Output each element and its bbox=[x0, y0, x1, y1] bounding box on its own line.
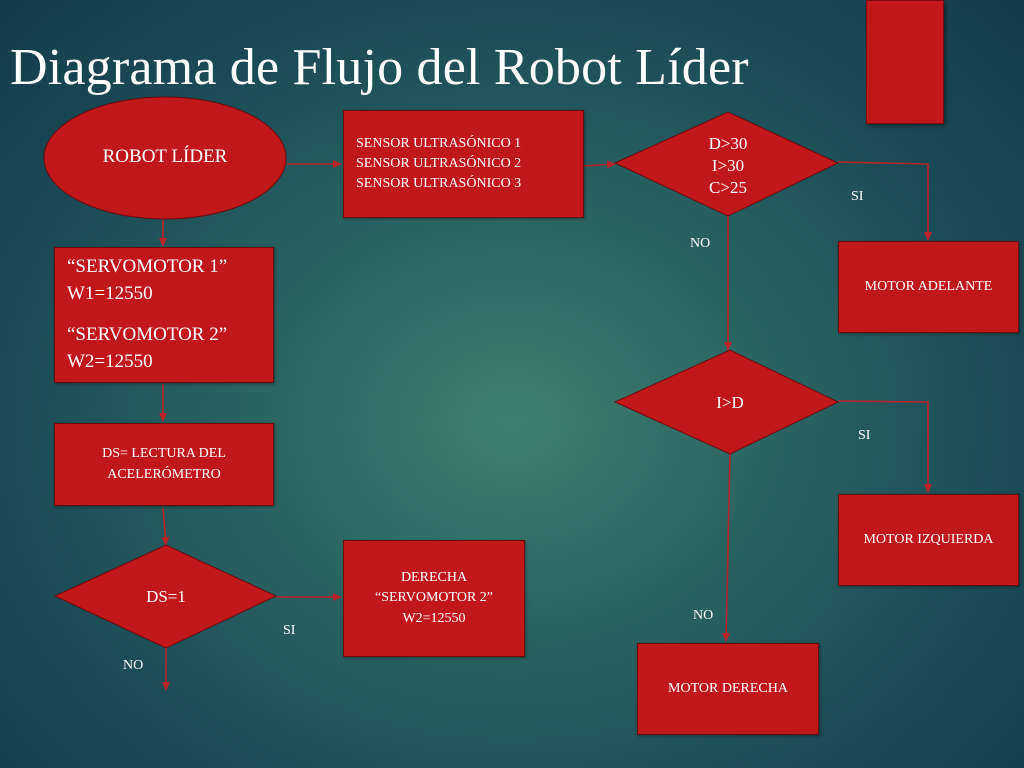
page-title: Diagrama de Flujo del Robot Líder bbox=[10, 39, 749, 96]
accel-read-box: DS= LECTURA DEL ACELERÓMETRO bbox=[54, 423, 274, 506]
edge-id-no bbox=[722, 453, 731, 642]
servo-2-label: “SERVOMOTOR 2” bbox=[67, 324, 228, 345]
decision-main-i: I>30 bbox=[711, 156, 745, 176]
right-action-line-2: “SERVOMOTOR 2” bbox=[374, 590, 493, 606]
motor-forward-box: MOTOR ADELANTE bbox=[838, 241, 1019, 333]
edge-main-yes bbox=[837, 161, 932, 241]
edge-label-ds-no: NO bbox=[123, 658, 144, 673]
servo-1-label: “SERVOMOTOR 1” bbox=[67, 256, 228, 278]
edge-label-id-no: NO bbox=[693, 608, 714, 623]
start-node-label: ROBOT LÍDER bbox=[102, 146, 228, 167]
servo-1-value: W1=12550 bbox=[67, 283, 153, 305]
motor-left-box: MOTOR IZQUIERDA bbox=[838, 494, 1019, 586]
motor-right-box: MOTOR DERECHA bbox=[637, 643, 819, 735]
decision-id-diamond bbox=[613, 349, 840, 455]
decision-main-label: D>30 I>30 C>25 bbox=[678, 133, 778, 199]
edge-label-ds-yes: SI bbox=[283, 623, 296, 638]
edge-sensors-to-decision bbox=[582, 160, 616, 169]
decision-ds-diamond bbox=[53, 544, 278, 649]
right-action-box: DERECHA “SERVOMOTOR 2” W2=12550 bbox=[343, 540, 525, 657]
sensor-1-label: SENSOR ULTRASÓNICO 1 bbox=[356, 135, 522, 151]
start-ellipse bbox=[43, 96, 287, 220]
right-action-line-1: DERECHA bbox=[400, 570, 468, 586]
accel-line-1: DS= LECTURA DEL bbox=[102, 446, 226, 462]
sensor-2-label: SENSOR ULTRASÓNICO 2 bbox=[356, 155, 522, 171]
accel-line-2: ACELERÓMETRO bbox=[107, 466, 221, 482]
edge-accel-to-ds bbox=[161, 507, 170, 546]
edge-id-yes bbox=[837, 400, 932, 493]
sensor-3-label: SENSOR ULTRASÓNICO 3 bbox=[356, 176, 522, 192]
servos-box: “SERVOMOTOR 1” W1=12550 “SERVOMOTOR 2” W… bbox=[54, 247, 274, 383]
decision-main-c: C>25 bbox=[709, 178, 747, 198]
decision-main-d: D>30 bbox=[708, 134, 748, 153]
edge-label-main-yes: SI bbox=[851, 189, 864, 204]
decorative-red-bar bbox=[866, 0, 944, 124]
decision-id-label: I>D bbox=[716, 393, 744, 412]
servo-2-value: W2=12550 bbox=[67, 350, 153, 372]
sensors-box: SENSOR ULTRASÓNICO 1 SENSOR ULTRASÓNICO … bbox=[343, 110, 584, 218]
decision-ds-label: DS=1 bbox=[146, 587, 186, 606]
edge-label-main-no: NO bbox=[690, 236, 711, 251]
right-action-line-3: W2=12550 bbox=[402, 610, 466, 626]
edge-label-id-yes: SI bbox=[858, 428, 871, 443]
decision-main-diamond bbox=[613, 111, 840, 217]
